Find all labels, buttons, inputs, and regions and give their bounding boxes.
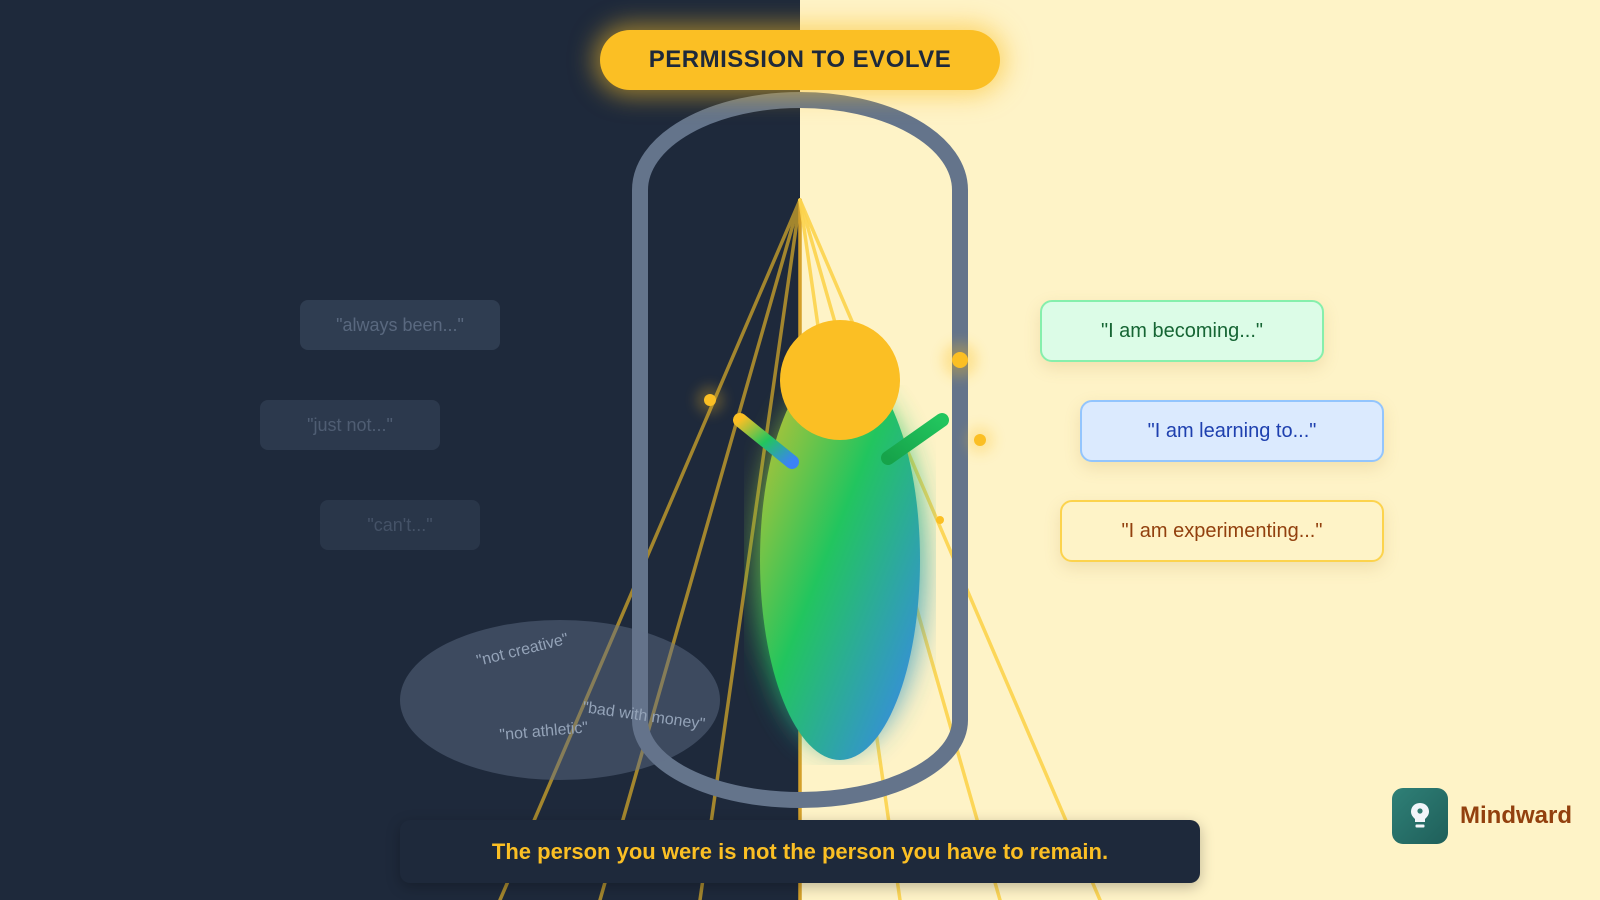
brand-logo: Mindward (1392, 788, 1572, 844)
sparkle-icon (704, 394, 716, 406)
old-label-always-been: "always been..." (300, 300, 500, 350)
caption-text: The person you were is not the person yo… (491, 838, 1109, 864)
caption-banner: The person you were is not the person yo… (400, 820, 1200, 883)
old-label-cant: "can't..." (320, 500, 480, 550)
evolving-figure (733, 320, 949, 760)
sparkle-icon (936, 516, 944, 524)
brand-name: Mindward (1460, 802, 1572, 829)
figure-right-arm (881, 413, 949, 465)
figure-left-arm (733, 413, 799, 469)
figure-head (780, 320, 900, 440)
new-label-becoming: "I am becoming..." (1040, 300, 1324, 362)
old-label-just-not: "just not..." (260, 400, 440, 450)
figure-body (760, 360, 920, 760)
light-rays (498, 198, 1102, 900)
new-label-experimenting: "I am experimenting..." (1060, 500, 1384, 562)
lightbulb-icon (1392, 788, 1448, 844)
sparkles (696, 342, 994, 524)
shed-shell: "not creative" "bad with money" "not ath… (400, 620, 720, 780)
sparkle-icon (952, 352, 968, 368)
chrysalis-capsule (632, 92, 968, 808)
page-title: PERMISSION TO EVOLVE (600, 30, 1000, 90)
sparkle-icon (974, 434, 986, 446)
new-label-learning: "I am learning to..." (1080, 400, 1384, 462)
